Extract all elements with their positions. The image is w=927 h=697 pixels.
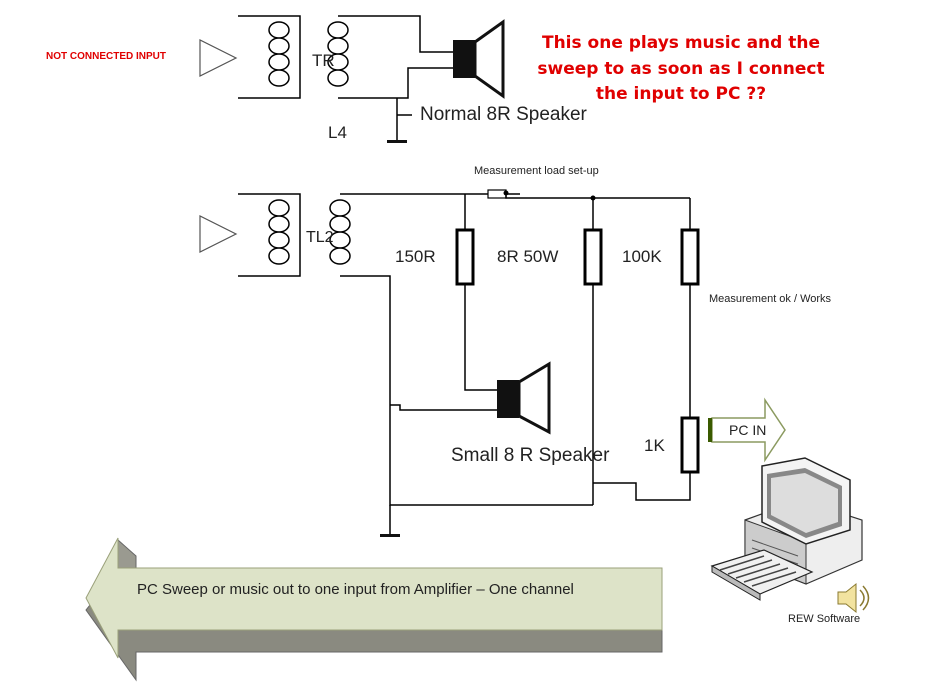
bottom-ground-icon	[380, 534, 400, 537]
inductor-label: L4	[328, 123, 347, 142]
amplifier-arrow-text: PC Sweep or music out to one input from …	[137, 581, 574, 598]
resistor-1k-icon	[680, 416, 700, 474]
red-note: This one plays music and the sweep to as…	[537, 33, 824, 104]
small-resistor-icon	[487, 189, 507, 199]
resistor-100k-icon	[680, 228, 700, 286]
bottom-transformer-label: TL2	[306, 229, 334, 246]
resistor-150-icon	[455, 228, 475, 286]
note-line-1: This one plays music and the	[542, 33, 820, 53]
note-line-2: sweep to as soon as I connect	[537, 59, 824, 79]
top-circuit: NOT CONNECTED INPUT TR Normal 8R Speaker…	[46, 15, 588, 143]
top-speaker-label: Normal 8R Speaker	[420, 104, 588, 125]
pc-in-arrow-icon	[708, 397, 786, 463]
bottom-input-triangle-icon	[199, 215, 238, 253]
resistor-150-label: 150R	[395, 247, 436, 266]
top-ground-icon	[387, 140, 407, 143]
measurement-status-label: Measurement ok / Works	[709, 293, 832, 305]
top-wire-plus	[397, 15, 453, 53]
software-label: REW Software	[788, 613, 860, 625]
small-speaker-label: Small 8 R Speaker	[451, 445, 610, 466]
1k-return-wire	[593, 472, 691, 501]
speaker-minus-wire	[390, 404, 497, 411]
top-transformer-icon	[238, 15, 397, 99]
top-wire-minus	[397, 67, 453, 99]
note-line-3: the input to PC ??	[596, 84, 766, 104]
resistor-100k-label: 100K	[622, 247, 662, 266]
not-connected-input-label: NOT CONNECTED INPUT	[46, 51, 166, 62]
resistor-1k-label: 1K	[644, 436, 665, 455]
top-speaker-icon	[453, 19, 505, 99]
resistor-8r-icon	[583, 228, 603, 286]
top-input-triangle-icon	[199, 39, 238, 77]
speaker-plus-wire	[464, 284, 497, 391]
amplifier-output-arrow-icon	[85, 537, 663, 682]
bottom-circuit: Measurement load set-up TL2	[199, 165, 870, 625]
pc-in-label: PC IN	[729, 422, 766, 438]
bottom-transformer-icon	[238, 193, 351, 277]
resistor-8r-label: 8R 50W	[497, 247, 558, 266]
junction-dot	[503, 190, 509, 196]
top-rail-right	[505, 194, 690, 199]
top-transformer-label: TR	[312, 51, 335, 70]
sound-icon	[837, 582, 870, 614]
measurement-setup-title: Measurement load set-up	[474, 165, 599, 177]
computer-icon	[710, 457, 863, 601]
secondary-return-wire	[340, 275, 593, 506]
small-speaker-icon	[497, 361, 551, 435]
